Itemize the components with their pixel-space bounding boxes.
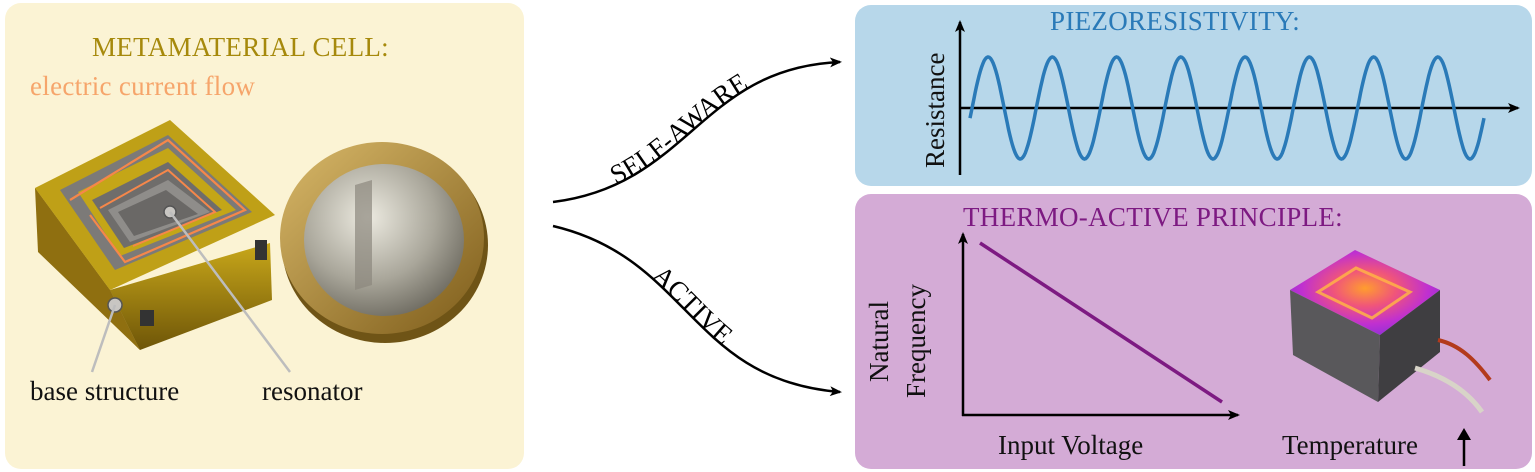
metamaterial-cell-photo-icon <box>35 120 275 350</box>
resistance-axis-label: Resistance <box>920 52 950 168</box>
euro-coin-icon <box>280 142 488 343</box>
resistance-series-line <box>968 55 1486 161</box>
active-label: ACTIVE <box>647 260 738 351</box>
thermal-cell-photo-icon <box>1290 250 1492 414</box>
base-leader-line <box>90 304 117 373</box>
current-flow-subtitle: electric current flow <box>30 71 256 101</box>
thermo-chart <box>958 232 1240 420</box>
piezoresistivity-title: PIEZORESISTIVITY: <box>1050 6 1301 36</box>
self-aware-label: SELF-AWARE <box>605 67 753 190</box>
piezo-chart <box>955 20 1520 175</box>
frequency-axis-label: Frequency <box>901 284 931 398</box>
temperature-label: Temperature <box>1282 430 1419 460</box>
natural-axis-label: Natural <box>864 301 894 382</box>
up-arrow-icon <box>1457 428 1471 466</box>
base-structure-label: base structure <box>30 376 180 406</box>
input-voltage-label: Input Voltage <box>998 430 1144 460</box>
resonator-leader-line <box>169 211 291 373</box>
self-aware-arrow <box>552 57 842 204</box>
thermo-active-title: THERMO-ACTIVE PRINCIPLE: <box>963 202 1343 232</box>
active-arrow <box>552 224 842 397</box>
metamaterial-title: METAMATERIAL CELL: <box>92 32 389 62</box>
resonator-label: resonator <box>262 376 363 406</box>
natural-frequency-series-line <box>979 241 1223 404</box>
